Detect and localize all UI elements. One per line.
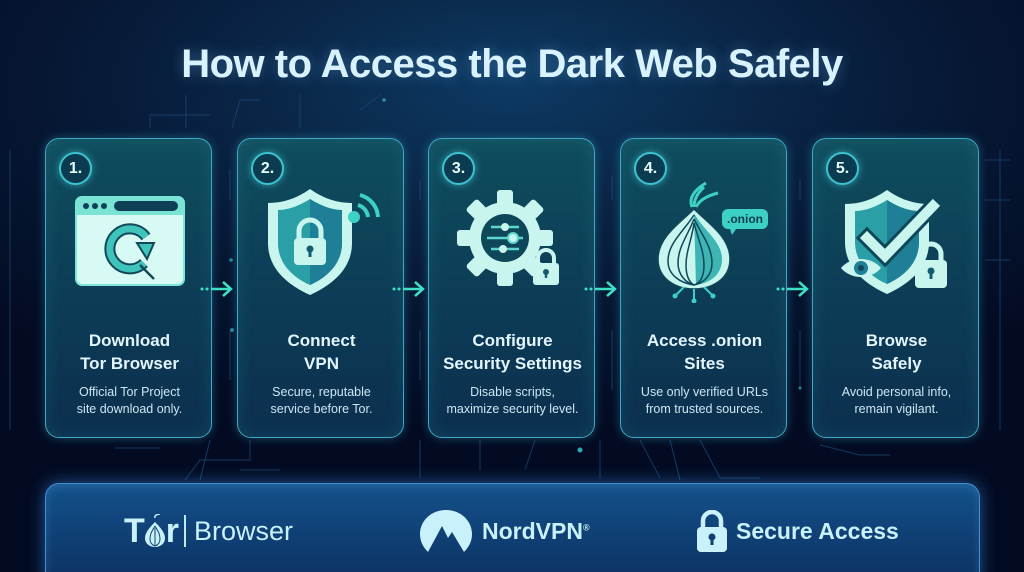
step-title: Connect VPN [287, 331, 356, 373]
step-description: Official Tor Project site download only. [76, 385, 183, 416]
step-description: Disable scripts, maximize security level… [446, 385, 579, 416]
step-card-1: 1. Download Tor Browser Official Tor Pro… [45, 138, 212, 438]
tor-browser-logo: T r Browser [124, 511, 294, 550]
step-number-badge: 4. [634, 152, 667, 185]
padlock-icon [697, 510, 727, 552]
step-number-badge: 5. [826, 152, 859, 185]
svg-text:.onion: .onion [727, 212, 763, 226]
arrow-right-icon [392, 281, 425, 297]
gear-sliders-lock-icon [456, 190, 559, 286]
step-number-badge: 1. [59, 152, 92, 185]
secure-access-badge: Secure Access [696, 506, 899, 556]
step-title: Browse Safely [865, 331, 928, 373]
step-number-badge: 3. [442, 152, 475, 185]
step-title: Access .onion Sites [646, 331, 763, 373]
brand-bar: T r Browser NordVPN® Secure Access [45, 483, 980, 572]
page-title: How to Access the Dark Web Safely [181, 42, 843, 86]
divider [184, 515, 187, 547]
arrow-right-icon [200, 281, 233, 297]
shield-lock-wifi-icon [267, 189, 380, 295]
step-card-3: 3. Co [428, 138, 595, 438]
browser-refresh-icon [74, 196, 185, 286]
arrow-right-icon [584, 281, 617, 297]
shield-check-eye-lock-icon [840, 190, 947, 294]
step-title: Download Tor Browser [80, 331, 179, 373]
step-card-2: 2. Connect VPN Secure, reputable service… [237, 138, 404, 438]
arrow-right-icon [776, 281, 809, 297]
step-description: Secure, reputable service before Tor. [270, 385, 373, 416]
step-title: Configure Security Settings [443, 331, 582, 373]
tor-onion-icon [144, 514, 165, 547]
step-description: Use only verified URLs from trusted sour… [640, 385, 769, 416]
onion-icon: .onion [656, 181, 768, 303]
nordvpn-mountain-icon [420, 510, 472, 552]
nordvpn-logo: NordVPN® [420, 506, 590, 556]
step-card-5: 5. Browse Safely Avoid personal info, re… [812, 138, 979, 438]
step-number-badge: 2. [251, 152, 284, 185]
step-description: Avoid personal info, remain vigilant. [841, 385, 952, 416]
step-card-4: 4. .onion Access .onion Sites U [620, 138, 787, 438]
